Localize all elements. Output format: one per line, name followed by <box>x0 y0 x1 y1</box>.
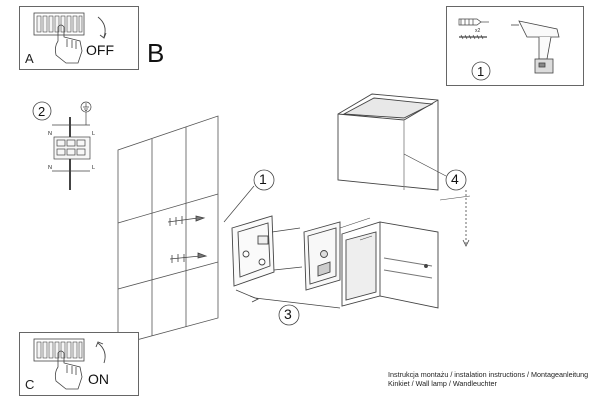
switch-panel-icon <box>33 12 107 64</box>
panel-a-switch-off: A OFF <box>19 6 139 70</box>
mounting-plate <box>231 215 275 287</box>
footer-instructions: Instrukcja montażu / instalation instruc… <box>388 370 588 388</box>
panel-c-switch-on: C ON <box>19 332 139 396</box>
section-b-letter: B <box>147 38 165 68</box>
lamp-cube-icon <box>341 221 439 309</box>
wall-screws <box>167 215 208 263</box>
step-1-label: 1 <box>259 171 267 187</box>
rotate-arrow-icon <box>97 16 106 38</box>
hand-pointer-icon <box>54 350 83 390</box>
switch-panel-icon <box>33 338 106 390</box>
wiring-diagram: 2 N L N L <box>32 101 95 190</box>
quantity-label: x2 <box>475 28 481 34</box>
terminal-l-top: L <box>92 131 95 137</box>
step-4-label: 4 <box>451 171 459 187</box>
ground-symbol-icon <box>80 101 92 125</box>
panel-a-state: OFF <box>86 42 114 58</box>
closed-lamp-cube <box>337 93 439 191</box>
terminal-n-bottom: N <box>48 165 52 171</box>
panel-c-letter: C <box>25 377 35 392</box>
wall-tiles <box>117 115 219 346</box>
panel-c-state: ON <box>88 371 109 387</box>
wiring-step-number: 2 <box>38 104 45 119</box>
terminal-l-bottom: L <box>92 165 95 171</box>
terminal-n-top: N <box>48 131 52 137</box>
footer-line-1: Instrukcja montażu / instalation instruc… <box>388 370 589 379</box>
tools-step-number: 1 <box>477 64 484 79</box>
tools-panel: x2 1 <box>446 6 584 86</box>
step-2-circle <box>32 101 52 121</box>
drill-icon <box>511 20 560 74</box>
step-3-label: 3 <box>284 306 292 322</box>
panel-a-letter: A <box>25 51 34 66</box>
lamp-back-plate <box>303 221 341 291</box>
hand-pointer-icon <box>54 24 83 64</box>
step-1-circle <box>471 61 491 81</box>
footer-line-2: Kinkiet / Wall lamp / Wandleuchter <box>388 379 497 388</box>
rotate-arrow-icon <box>97 342 106 364</box>
screw-anchor-icon <box>458 18 489 40</box>
